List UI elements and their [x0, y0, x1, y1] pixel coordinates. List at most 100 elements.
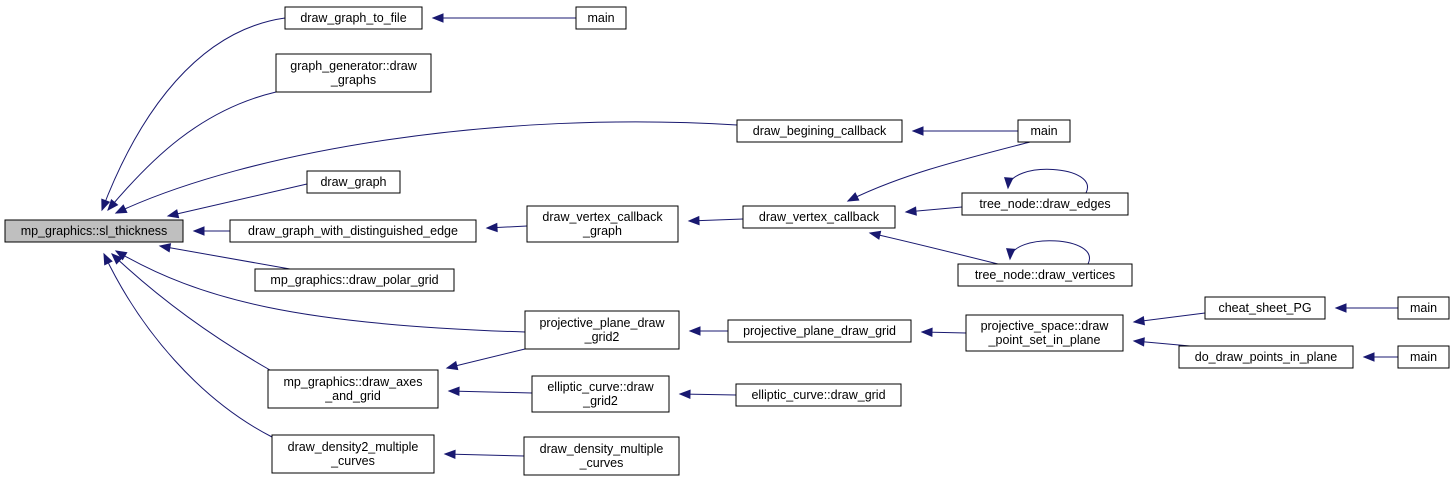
- arrowhead: [101, 198, 111, 212]
- node-label: _grid2: [582, 394, 618, 408]
- arrowhead: [445, 360, 459, 371]
- node-main2[interactable]: main: [1017, 119, 1071, 143]
- node-do-draw-points-in-plane[interactable]: do_draw_points_in_plane: [1178, 345, 1354, 369]
- node-label: draw_graph_to_file: [300, 11, 406, 25]
- node-root[interactable]: mp_graphics::sl_thickness: [4, 219, 184, 243]
- edge-projective-plane-draw-grid2-to-root: [114, 250, 526, 333]
- node-label: mp_graphics::draw_axes: [284, 375, 423, 389]
- arrowhead: [688, 326, 701, 336]
- node-main4[interactable]: main: [1397, 345, 1450, 369]
- edge-line: [444, 453, 525, 457]
- node-draw-graph[interactable]: draw_graph: [306, 170, 401, 194]
- edge-do-draw-points-in-plane-to-projective-space-draw-point-set-in-plane: [1132, 337, 1191, 347]
- arrowhead: [111, 253, 123, 265]
- node-box: [742, 205, 896, 229]
- edge-draw-vertex-callback-to-draw-vertex-callback-graph: [687, 215, 744, 226]
- edge-draw-graph-to-file-to-root: [101, 17, 286, 212]
- node-box: [306, 170, 401, 194]
- edge-line: [103, 253, 273, 438]
- arrowhead: [158, 243, 172, 253]
- arrowhead: [1334, 303, 1347, 313]
- arrowhead: [107, 198, 119, 212]
- node-cheat-sheet-pg[interactable]: cheat_sheet_PG: [1204, 296, 1326, 320]
- edge-line: [869, 232, 999, 265]
- arrowhead: [166, 209, 180, 219]
- arrowhead: [114, 250, 128, 261]
- edge-line: [107, 91, 277, 211]
- node-box: [4, 219, 184, 243]
- arrowhead: [485, 222, 498, 233]
- node-draw-density-multiple-curves[interactable]: draw_density_multiple_curves: [523, 436, 680, 476]
- node-tree-node-draw-vertices[interactable]: tree_node::draw_vertices: [957, 263, 1133, 287]
- arrowhead: [1132, 337, 1145, 347]
- edge-line: [159, 245, 291, 270]
- arrowhead: [868, 230, 882, 240]
- edge-line: [167, 183, 308, 217]
- arrowhead: [911, 126, 924, 136]
- edge-tree-node-draw-vertices-to-draw-vertex-callback: [868, 230, 999, 265]
- node-label: _graph: [582, 224, 622, 238]
- node-label: cheat_sheet_PG: [1218, 301, 1311, 315]
- node-projective-plane-draw-grid2[interactable]: projective_plane_draw_grid2: [524, 310, 680, 350]
- edge-draw-vertex-callback-graph-to-draw-graph-with-distinguished-edge: [485, 222, 528, 233]
- node-main1[interactable]: main: [575, 6, 627, 30]
- node-mp-graphics-draw-axes-and-grid[interactable]: mp_graphics::draw_axes_and_grid: [267, 369, 439, 409]
- edge-line: [1007, 168, 1088, 194]
- edge-tree-node-draw-edges-to-draw-vertex-callback: [904, 206, 963, 216]
- arrowhead: [1362, 352, 1375, 362]
- node-box: [271, 434, 435, 474]
- node-label: _grid2: [584, 330, 620, 344]
- arrowhead: [904, 206, 917, 216]
- node-main3[interactable]: main: [1397, 296, 1450, 320]
- node-projective-space-draw-point-set-in-plane[interactable]: projective_space::draw_point_set_in_plan…: [965, 314, 1124, 352]
- node-box: [965, 314, 1124, 352]
- arrowhead: [443, 449, 456, 460]
- node-label: main: [1030, 124, 1057, 138]
- node-box: [254, 268, 455, 292]
- node-tree-node-draw-edges[interactable]: tree_node::draw_edges: [961, 192, 1129, 216]
- node-label: _curves: [330, 454, 375, 468]
- edge-line: [1009, 240, 1090, 265]
- arrowhead: [920, 327, 933, 337]
- node-elliptic-curve-draw-grid2[interactable]: elliptic_curve::draw_grid2: [531, 375, 670, 413]
- arrowhead: [1003, 177, 1014, 190]
- edge-projective-plane-draw-grid2-to-mp-graphics-draw-axes-and-grid: [445, 348, 526, 371]
- node-label: _and_grid: [324, 389, 381, 403]
- nodes-layer: mp_graphics::sl_thickness draw_graph_to_f…: [4, 6, 1450, 476]
- node-draw-graph-to-file[interactable]: draw_graph_to_file: [284, 6, 423, 30]
- node-draw-vertex-callback[interactable]: draw_vertex_callback: [742, 205, 896, 229]
- edge-projective-space-draw-point-set-in-plane-to-projective-plane-draw-grid: [920, 327, 967, 337]
- node-label: draw_begining_callback: [753, 124, 887, 138]
- arrowhead: [103, 252, 113, 266]
- node-label: main: [1410, 301, 1437, 315]
- node-mp-graphics-draw-polar-grid[interactable]: mp_graphics::draw_polar_grid: [254, 268, 455, 292]
- node-label: projective_plane_draw_grid: [743, 324, 896, 338]
- node-draw-vertex-callback-graph[interactable]: draw_vertex_callback_graph: [526, 205, 679, 243]
- node-elliptic-curve-draw-grid[interactable]: elliptic_curve::draw_grid: [735, 383, 902, 407]
- arrowhead: [846, 192, 860, 202]
- node-graph-generator-draw-graphs[interactable]: graph_generator::draw_graphs: [275, 53, 432, 93]
- edge-line: [1133, 312, 1206, 323]
- node-label: _curves: [579, 456, 624, 470]
- node-label: draw_density2_multiple: [288, 440, 419, 454]
- edge-mp-graphics-draw-axes-and-grid-to-root: [111, 253, 271, 371]
- node-box: [727, 319, 912, 343]
- edge-line: [115, 121, 738, 214]
- node-label: draw_vertex_callback: [759, 210, 880, 224]
- arrowhead: [687, 215, 700, 226]
- node-draw-density2-multiple-curves[interactable]: draw_density2_multiple_curves: [271, 434, 435, 474]
- node-box: [735, 383, 902, 407]
- arrowhead: [192, 226, 205, 236]
- edge-graph-generator-draw-graphs-to-root: [107, 91, 277, 212]
- node-label: projective_space::draw: [981, 319, 1110, 333]
- edge-main3-to-cheat-sheet-pg: [1334, 303, 1398, 313]
- node-draw-begining-callback[interactable]: draw_begining_callback: [736, 119, 903, 143]
- node-label: elliptic_curve::draw_grid: [751, 388, 885, 402]
- node-label: draw_graph_with_distinguished_edge: [248, 224, 458, 238]
- node-label: tree_node::draw_edges: [979, 197, 1110, 211]
- node-label: do_draw_points_in_plane: [1195, 350, 1338, 364]
- node-projective-plane-draw-grid[interactable]: projective_plane_draw_grid: [727, 319, 912, 343]
- node-draw-graph-with-distinguished-edge[interactable]: draw_graph_with_distinguished_edge: [229, 219, 477, 243]
- arrowhead: [431, 13, 444, 23]
